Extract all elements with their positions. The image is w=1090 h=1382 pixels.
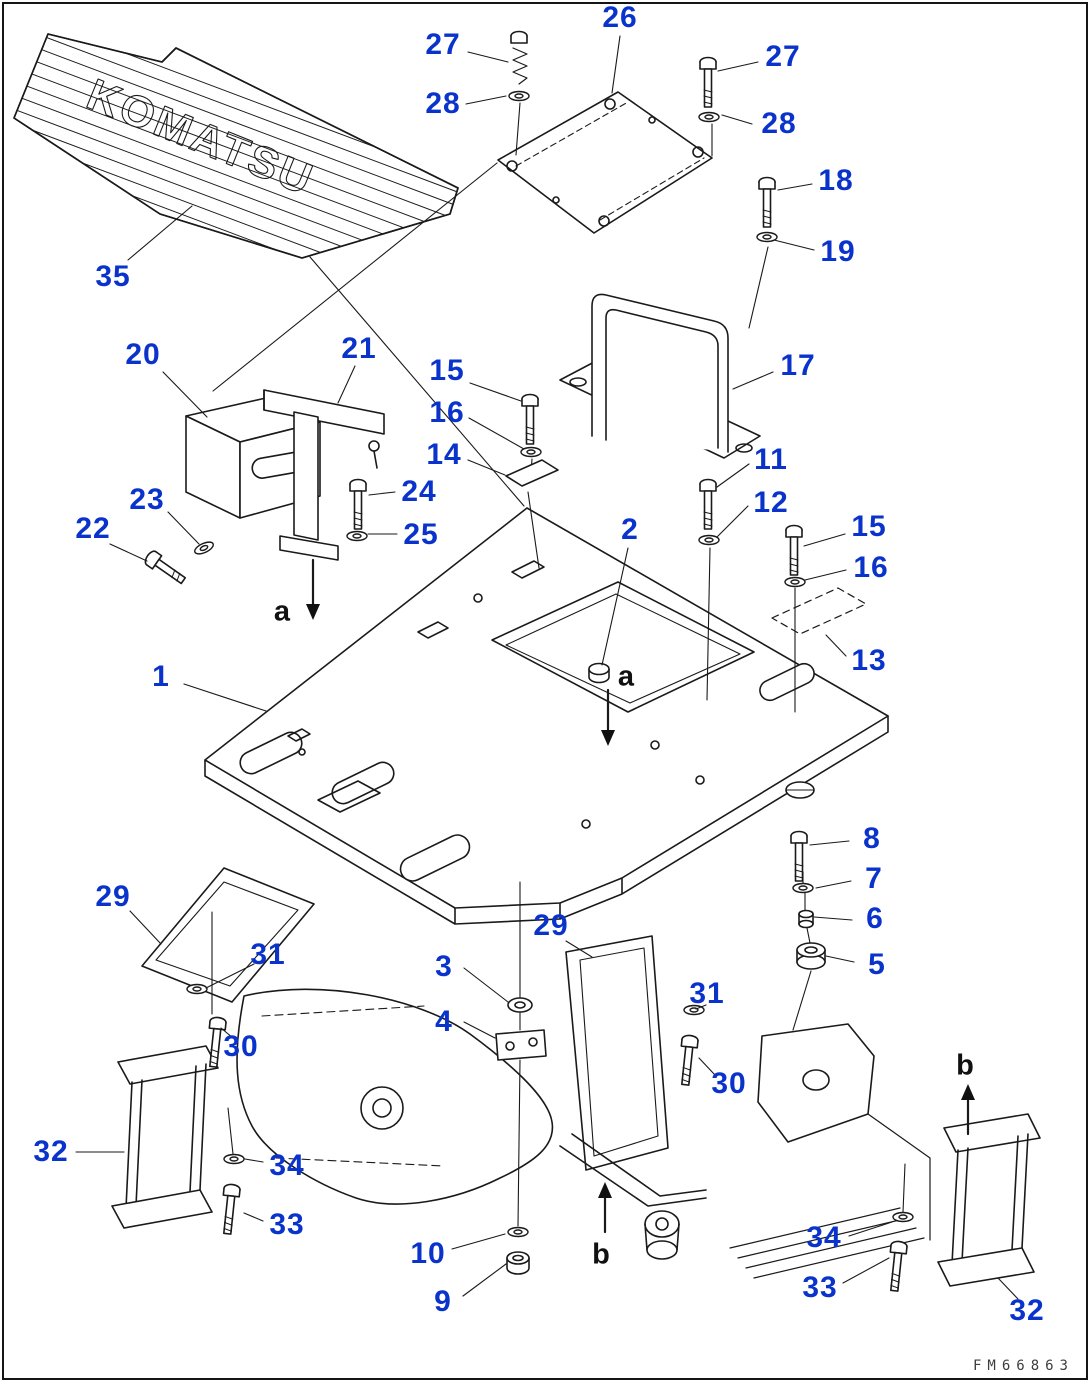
washer-34-left <box>223 1153 245 1165</box>
washer-28-left <box>508 90 530 102</box>
bolt-27-left <box>510 30 528 85</box>
washer-12 <box>698 534 720 546</box>
washer-25 <box>346 530 368 542</box>
plate-14 <box>505 459 559 487</box>
pedal-plate-29-left <box>141 867 315 1003</box>
section-arrow-a-1 <box>306 558 320 620</box>
section-arrows <box>306 558 975 1234</box>
bolt-24 <box>349 478 367 530</box>
washer-31-left <box>186 983 208 995</box>
bolt-30-right <box>676 1033 700 1087</box>
washer-7 <box>792 882 814 894</box>
recess-13 <box>771 587 867 635</box>
nut-9 <box>506 1251 530 1275</box>
grommet-5 <box>796 942 826 970</box>
bolt-8 <box>790 830 808 882</box>
bracket-21 <box>263 389 385 561</box>
washer-16-right <box>784 576 806 588</box>
support-plate-29-center <box>565 935 669 1171</box>
washer-28-right <box>698 111 720 123</box>
floor-plate-1 <box>204 507 889 925</box>
drawing-code: FM66863 <box>972 1358 1074 1374</box>
bolt-22 <box>144 550 187 585</box>
section-arrow-a-2 <box>601 688 615 746</box>
step-frame-32-left <box>111 1045 219 1229</box>
bolt-15-right <box>785 524 803 576</box>
section-arrow-b-1 <box>961 1084 975 1136</box>
floor-mat-35: KOMATSU <box>13 33 459 259</box>
step-frame-32-right <box>937 1113 1041 1287</box>
washer-23 <box>192 538 216 558</box>
washer-10 <box>507 1226 529 1238</box>
bracket-4 <box>495 1029 547 1061</box>
lower-frame-right <box>559 1023 931 1279</box>
bolt-33-left <box>218 1182 242 1236</box>
bolt-18 <box>758 176 776 228</box>
mount-3 <box>507 997 533 1013</box>
plug-2 <box>588 662 610 684</box>
washer-34-right <box>892 1211 914 1223</box>
bolt-33-right <box>885 1239 909 1293</box>
cover-plate-26 <box>497 91 713 234</box>
leader-lines <box>75 35 1019 1300</box>
bracket-frame-17 <box>559 293 761 459</box>
construction-lines <box>211 102 906 1227</box>
bolt-11 <box>699 478 717 530</box>
section-arrow-b-2 <box>598 1182 612 1234</box>
bracket-21-bolt <box>368 440 380 469</box>
spacer-6 <box>798 909 814 929</box>
lower-cover <box>236 988 554 1205</box>
bolt-15-left <box>521 393 539 445</box>
bolt-27-right <box>699 56 717 108</box>
